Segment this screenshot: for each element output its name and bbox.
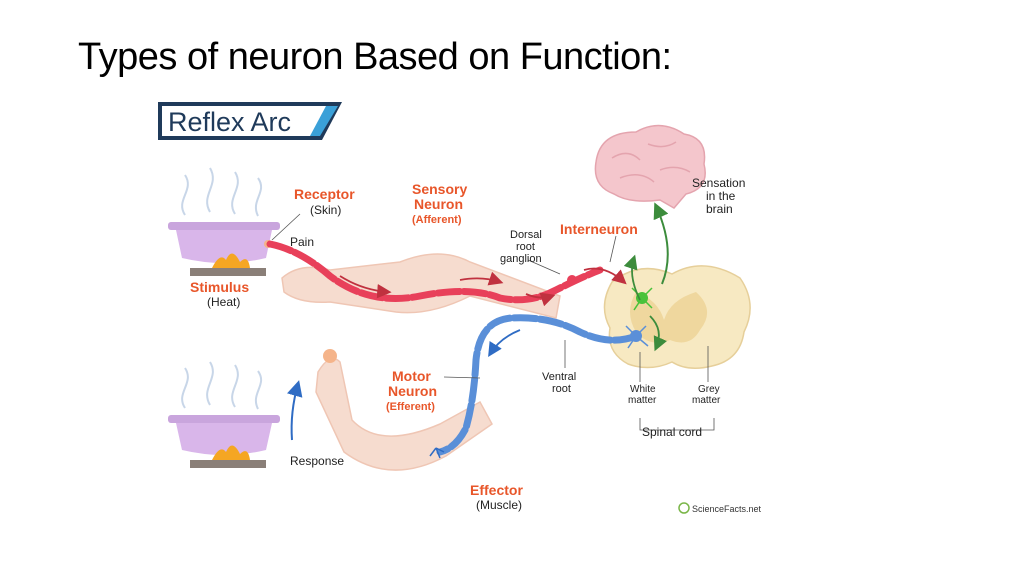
label-sensation-2: in the [706,189,736,203]
response-pot-illustration [168,361,280,468]
label-sensory-2: Neuron [414,196,463,212]
spinal-cord-illustration [603,265,751,369]
label-ventral-1: Ventral [542,371,576,383]
badge-text: Reflex Arc [168,107,291,137]
label-motor-2: Neuron [388,383,437,399]
label-skin: (Skin) [310,203,341,217]
label-muscle: (Muscle) [476,498,522,512]
stimulus-pot-illustration [168,167,280,276]
label-sensory-1: Sensory [412,181,467,197]
ascending-pathway [623,202,669,352]
label-spinal-cord: Spinal cord [642,425,702,439]
reflex-arc-badge: Reflex Arc [158,102,342,140]
label-grey-2: matter [692,395,721,406]
label-sensation-3: brain [706,202,733,216]
sensory-neuron [266,240,627,307]
watermark-logo: ScienceFacts.net [678,502,762,514]
label-heat: (Heat) [207,295,240,309]
label-white-1: White [630,384,656,395]
label-dorsal-2: root [516,241,535,253]
label-dorsal-1: Dorsal [510,229,542,241]
motor-neuron [287,314,649,459]
label-interneuron: Interneuron [560,221,638,237]
label-dorsal-3: ganglion [500,253,542,265]
label-sensory-3: (Afferent) [412,214,462,226]
label-response: Response [290,454,344,468]
slide-title: Types of neuron Based on Function: [78,36,672,78]
label-receptor: Receptor [294,186,355,202]
label-effector: Effector [470,482,523,498]
lower-arm [315,349,493,471]
brain-illustration [594,124,706,209]
label-motor-1: Motor [392,368,431,384]
label-motor-3: (Efferent) [386,401,435,413]
label-grey-1: Grey [698,384,720,395]
label-stimulus: Stimulus [190,279,249,295]
label-ventral-2: root [552,383,571,395]
label-white-2: matter [628,395,657,406]
label-pain: Pain [290,235,314,249]
label-sensation-1: Sensation [692,176,745,190]
watermark-text: ScienceFacts.net [692,504,762,514]
leader-lines [271,213,715,431]
